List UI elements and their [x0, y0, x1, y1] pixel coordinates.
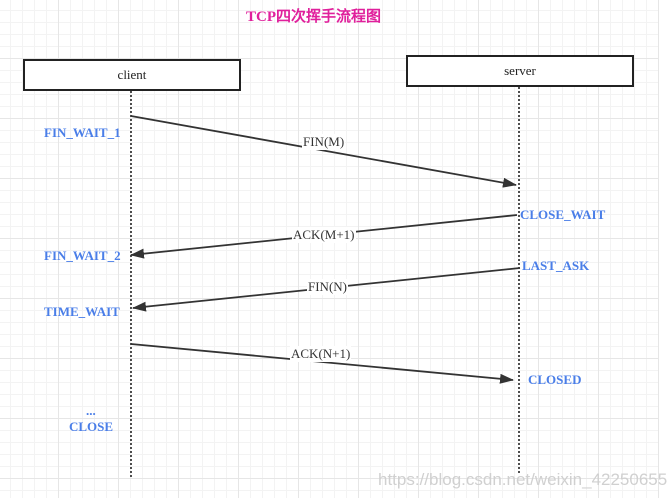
- state-time-wait: TIME_WAIT: [44, 304, 120, 319]
- watermark: https://blog.csdn.net/weixin_42250655: [378, 470, 667, 489]
- server-label: server: [504, 63, 536, 78]
- client-box: client: [23, 59, 241, 91]
- client-label: client: [117, 67, 147, 82]
- state-close: CLOSE: [69, 419, 114, 434]
- message-fin-m: FIN(M): [302, 134, 346, 150]
- message-ack-n1: ACK(N+1): [290, 346, 352, 362]
- diagram-title: TCP四次挥手流程图: [246, 9, 382, 25]
- fin-m-arrow: [130, 115, 517, 188]
- message-fin-n: FIN(N): [307, 279, 348, 295]
- message-ack-m1: ACK(M+1): [292, 227, 356, 243]
- state-last-ask: LAST_ASK: [522, 258, 590, 273]
- state-fin-wait-1: FIN_WAIT_1: [44, 125, 121, 140]
- state-ellipsis: ...: [86, 403, 96, 418]
- ack-n1-arrow: [130, 343, 514, 384]
- state-close-wait: CLOSE_WAIT: [520, 207, 606, 222]
- server-box: server: [406, 55, 634, 87]
- state-closed: CLOSED: [528, 372, 582, 387]
- state-fin-wait-2: FIN_WAIT_2: [44, 248, 121, 263]
